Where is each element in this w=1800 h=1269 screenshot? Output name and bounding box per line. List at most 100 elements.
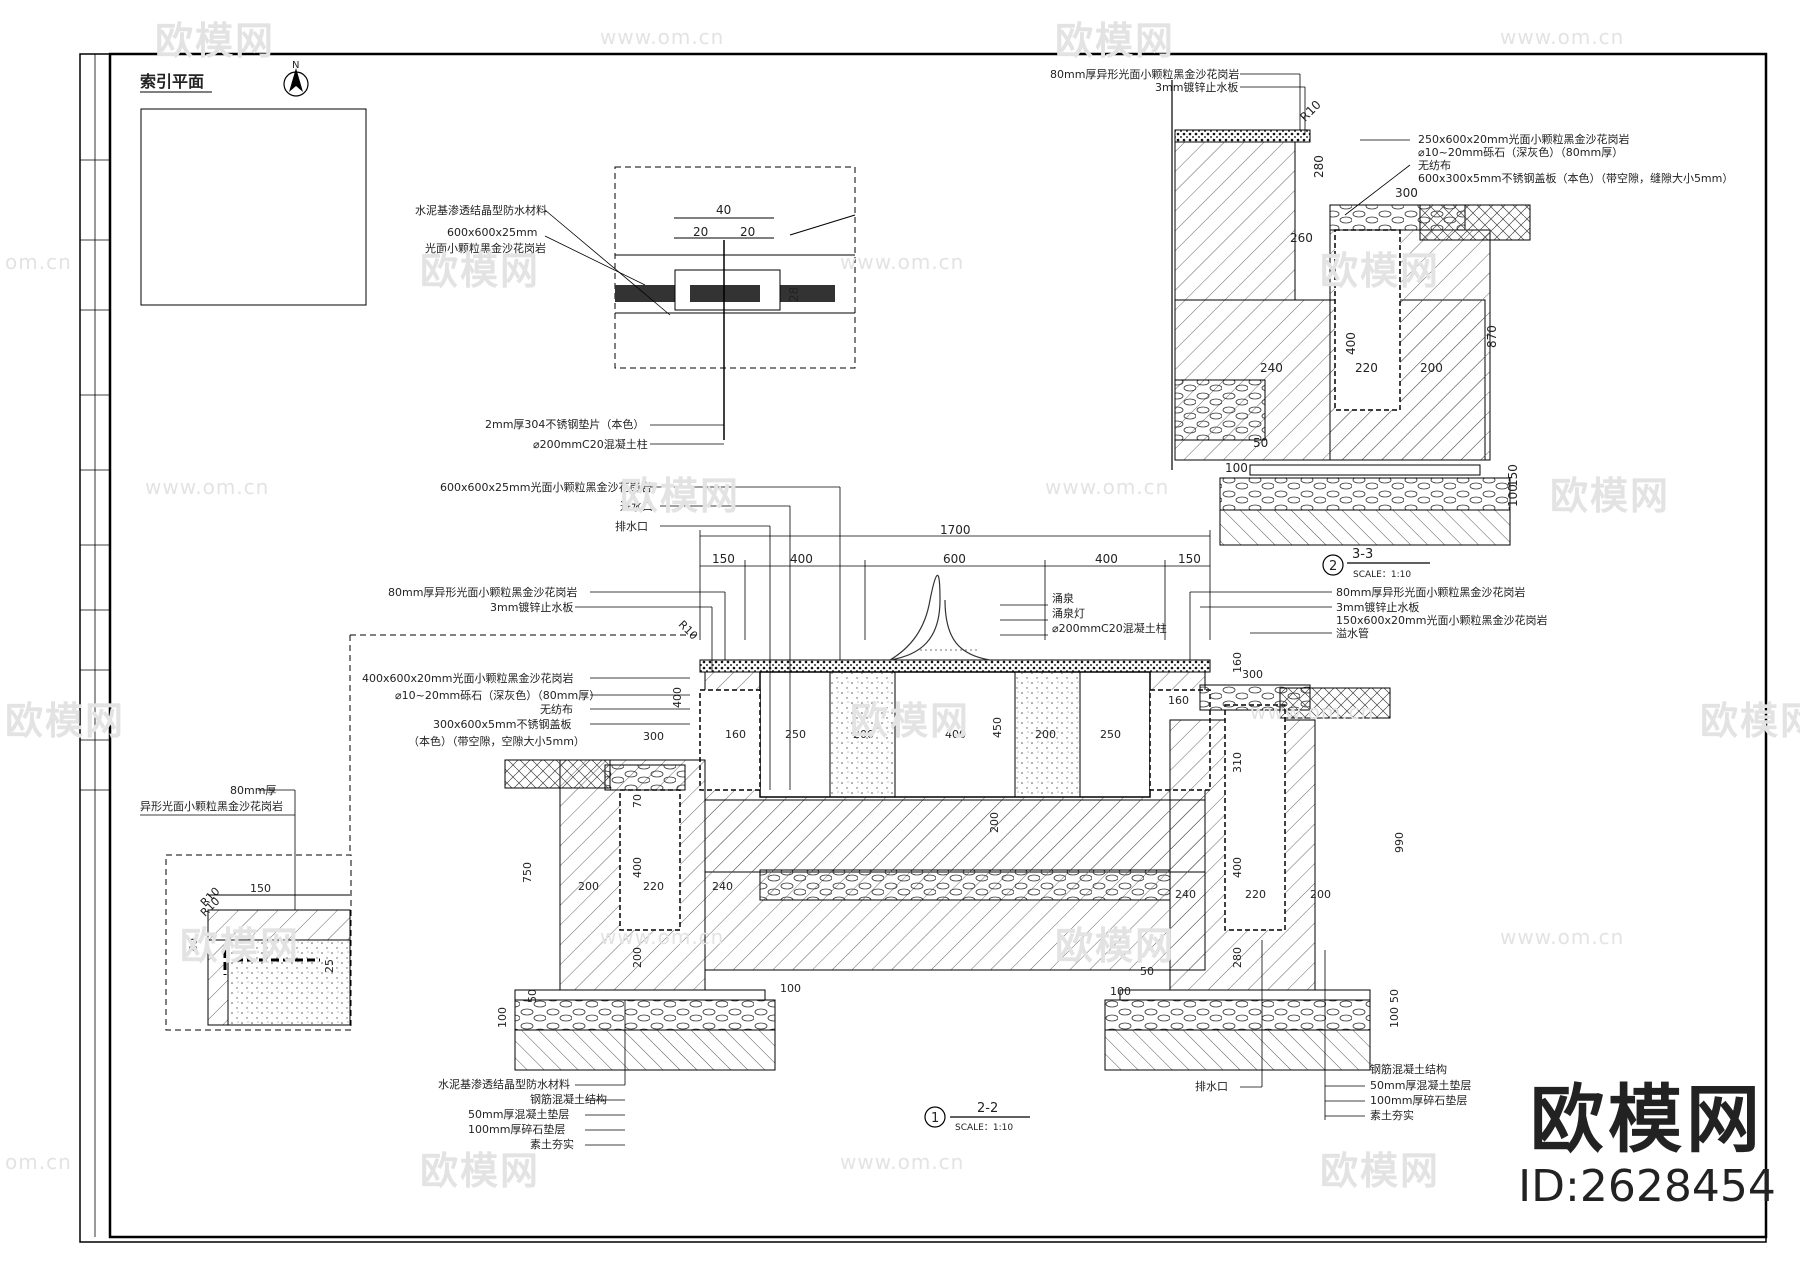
- svg-text:100mm厚碎石垫层: 100mm厚碎石垫层: [1370, 1093, 1467, 1107]
- svg-text:990: 990: [1393, 832, 1406, 853]
- svg-text:300: 300: [1395, 186, 1418, 200]
- svg-text:200: 200: [1310, 888, 1331, 901]
- svg-text:无纺布: 无纺布: [540, 702, 573, 716]
- svg-text:⌀10~20mm砾石（深灰色）（80mm厚）: ⌀10~20mm砾石（深灰色）（80mm厚）: [1418, 145, 1623, 159]
- section-2-2-label: 1 2-2 SCALE：1:10: [924, 1101, 1030, 1133]
- dim-total-width: 1700: [940, 523, 971, 537]
- detail-b: 80mm厚 异形光面小颗粒黑金沙花岗岩 150 80 25 R10: [140, 634, 700, 1031]
- svg-text:870: 870: [1485, 325, 1499, 348]
- svg-text:3mm镀锌止水板: 3mm镀锌止水板: [1155, 80, 1238, 94]
- svg-text:R10: R10: [1297, 98, 1324, 125]
- svg-text:涌泉灯: 涌泉灯: [1052, 606, 1085, 620]
- svg-text:200: 200: [578, 880, 599, 893]
- svg-text:260: 260: [1290, 231, 1313, 245]
- svg-text:50: 50: [1140, 965, 1154, 978]
- svg-text:240: 240: [1260, 361, 1283, 375]
- svg-text:400: 400: [1344, 332, 1358, 355]
- label-stone-size: 600x600x25mm: [447, 226, 537, 239]
- svg-text:400: 400: [945, 728, 966, 741]
- svg-text:2-2: 2-2: [977, 1101, 998, 1116]
- svg-text:240: 240: [712, 880, 733, 893]
- svg-text:50mm厚混凝土垫层: 50mm厚混凝土垫层: [468, 1107, 569, 1121]
- svg-text:100: 100: [496, 1007, 509, 1028]
- svg-text:3mm镀锌止水板: 3mm镀锌止水板: [490, 600, 573, 614]
- svg-text:1: 1: [931, 1111, 939, 1126]
- section-3-3: 80mm厚异形光面小颗粒黑金沙花岗岩 3mm镀锌止水板 250x600x20mm…: [1050, 67, 1733, 580]
- svg-text:溢水管: 溢水管: [1336, 626, 1369, 640]
- svg-text:钢筋混凝土结构: 钢筋混凝土结构: [1370, 1062, 1447, 1076]
- svg-text:200: 200: [853, 728, 874, 741]
- svg-text:400x600x20mm光面小颗粒黑金沙花岗岩: 400x600x20mm光面小颗粒黑金沙花岗岩: [362, 671, 573, 685]
- fountain-jet-icon: [889, 574, 991, 661]
- svg-text:600x600x25mm光面小颗粒黑金沙花岗岩: 600x600x25mm光面小颗粒黑金沙花岗岩: [440, 480, 651, 494]
- svg-text:750: 750: [521, 862, 534, 883]
- index-plan: 索引平面 N: [140, 60, 367, 306]
- svg-text:80mm厚异形光面小颗粒黑金沙花岗岩: 80mm厚异形光面小颗粒黑金沙花岗岩: [1050, 67, 1239, 81]
- svg-text:280: 280: [1231, 947, 1244, 968]
- svg-text:⌀200mmC20混凝土柱: ⌀200mmC20混凝土柱: [1052, 621, 1167, 635]
- svg-text:R10: R10: [676, 618, 700, 642]
- section-2-2: 1700 150 400 600 400 150: [198, 480, 1548, 1151]
- svg-text:250: 250: [785, 728, 806, 741]
- svg-text:150x600x20mm光面小颗粒黑金沙花岗岩: 150x600x20mm光面小颗粒黑金沙花岗岩: [1336, 613, 1547, 627]
- svg-text:⌀10~20mm砾石（深灰色）（80mm厚）: ⌀10~20mm砾石（深灰色）（80mm厚）: [395, 688, 600, 702]
- label-granite: 光面小颗粒黑金沙花岗岩: [425, 241, 546, 255]
- svg-text:200: 200: [1420, 361, 1443, 375]
- svg-text:220: 220: [1355, 361, 1378, 375]
- svg-text:200: 200: [631, 947, 644, 968]
- svg-text:进水口: 进水口: [620, 500, 653, 513]
- title-strip: [80, 54, 110, 1237]
- svg-text:50: 50: [1253, 436, 1268, 450]
- svg-text:无纺布: 无纺布: [1418, 158, 1451, 172]
- svg-text:3mm镀锌止水板: 3mm镀锌止水板: [1336, 600, 1419, 614]
- svg-text:300: 300: [643, 730, 664, 743]
- svg-text:素土夯实: 素土夯实: [530, 1137, 574, 1151]
- index-plan-title: 索引平面: [140, 72, 204, 91]
- svg-text:3-3: 3-3: [1352, 547, 1373, 562]
- svg-text:水泥基渗透结晶型防水材料: 水泥基渗透结晶型防水材料: [438, 1077, 570, 1091]
- svg-text:200: 200: [988, 812, 1001, 833]
- svg-text:N: N: [292, 60, 299, 71]
- svg-text:200: 200: [1035, 728, 1056, 741]
- svg-text:160: 160: [1231, 652, 1244, 673]
- svg-text:400: 400: [1095, 552, 1118, 566]
- svg-text:150: 150: [712, 552, 735, 566]
- inner-frame: [108, 52, 1768, 1239]
- svg-text:SCALE：1:10: SCALE：1:10: [955, 1123, 1013, 1133]
- svg-text:70: 70: [631, 794, 644, 808]
- svg-text:80mm厚异形光面小颗粒黑金沙花岗岩: 80mm厚异形光面小颗粒黑金沙花岗岩: [388, 585, 577, 599]
- svg-text:100: 100: [1225, 461, 1248, 475]
- svg-text:220: 220: [1245, 888, 1266, 901]
- svg-text:400: 400: [790, 552, 813, 566]
- svg-text:240: 240: [1175, 888, 1196, 901]
- svg-text:100: 100: [1110, 985, 1131, 998]
- section-3-3-label: 2 3-3 SCALE：1:10: [1322, 547, 1430, 580]
- svg-text:400: 400: [671, 687, 684, 708]
- label-concrete-column: ⌀200mmC20混凝土柱: [533, 437, 648, 451]
- svg-text:100: 100: [1506, 484, 1520, 507]
- svg-text:排水口: 排水口: [615, 519, 648, 533]
- svg-text:280: 280: [1312, 155, 1326, 178]
- svg-text:涌泉: 涌泉: [1052, 591, 1074, 605]
- svg-text:50: 50: [1388, 989, 1401, 1003]
- label-steel-shim: 2mm厚304不锈钢垫片（本色）: [485, 417, 644, 431]
- svg-text:100mm厚碎石垫层: 100mm厚碎石垫层: [468, 1122, 565, 1136]
- svg-text:400: 400: [1231, 857, 1244, 878]
- svg-text:150: 150: [1506, 464, 1520, 487]
- svg-text:310: 310: [1231, 752, 1244, 773]
- svg-text:80mm厚异形光面小颗粒黑金沙花岗岩: 80mm厚异形光面小颗粒黑金沙花岗岩: [1336, 585, 1525, 599]
- svg-text:600: 600: [943, 552, 966, 566]
- svg-text:80: 80: [187, 938, 200, 952]
- brand-name: 欧模网: [1530, 1077, 1764, 1163]
- svg-text:异形光面小颗粒黑金沙花岗岩: 异形光面小颗粒黑金沙花岗岩: [140, 799, 283, 813]
- svg-text:150: 150: [250, 882, 271, 895]
- svg-text:钢筋混凝土结构: 钢筋混凝土结构: [530, 1092, 607, 1106]
- north-arrow-icon: N: [283, 60, 309, 97]
- svg-text:28: 28: [787, 287, 801, 302]
- svg-text:150: 150: [1178, 552, 1201, 566]
- svg-text:450: 450: [991, 717, 1004, 738]
- svg-text:400: 400: [631, 857, 644, 878]
- svg-text:20: 20: [740, 225, 755, 239]
